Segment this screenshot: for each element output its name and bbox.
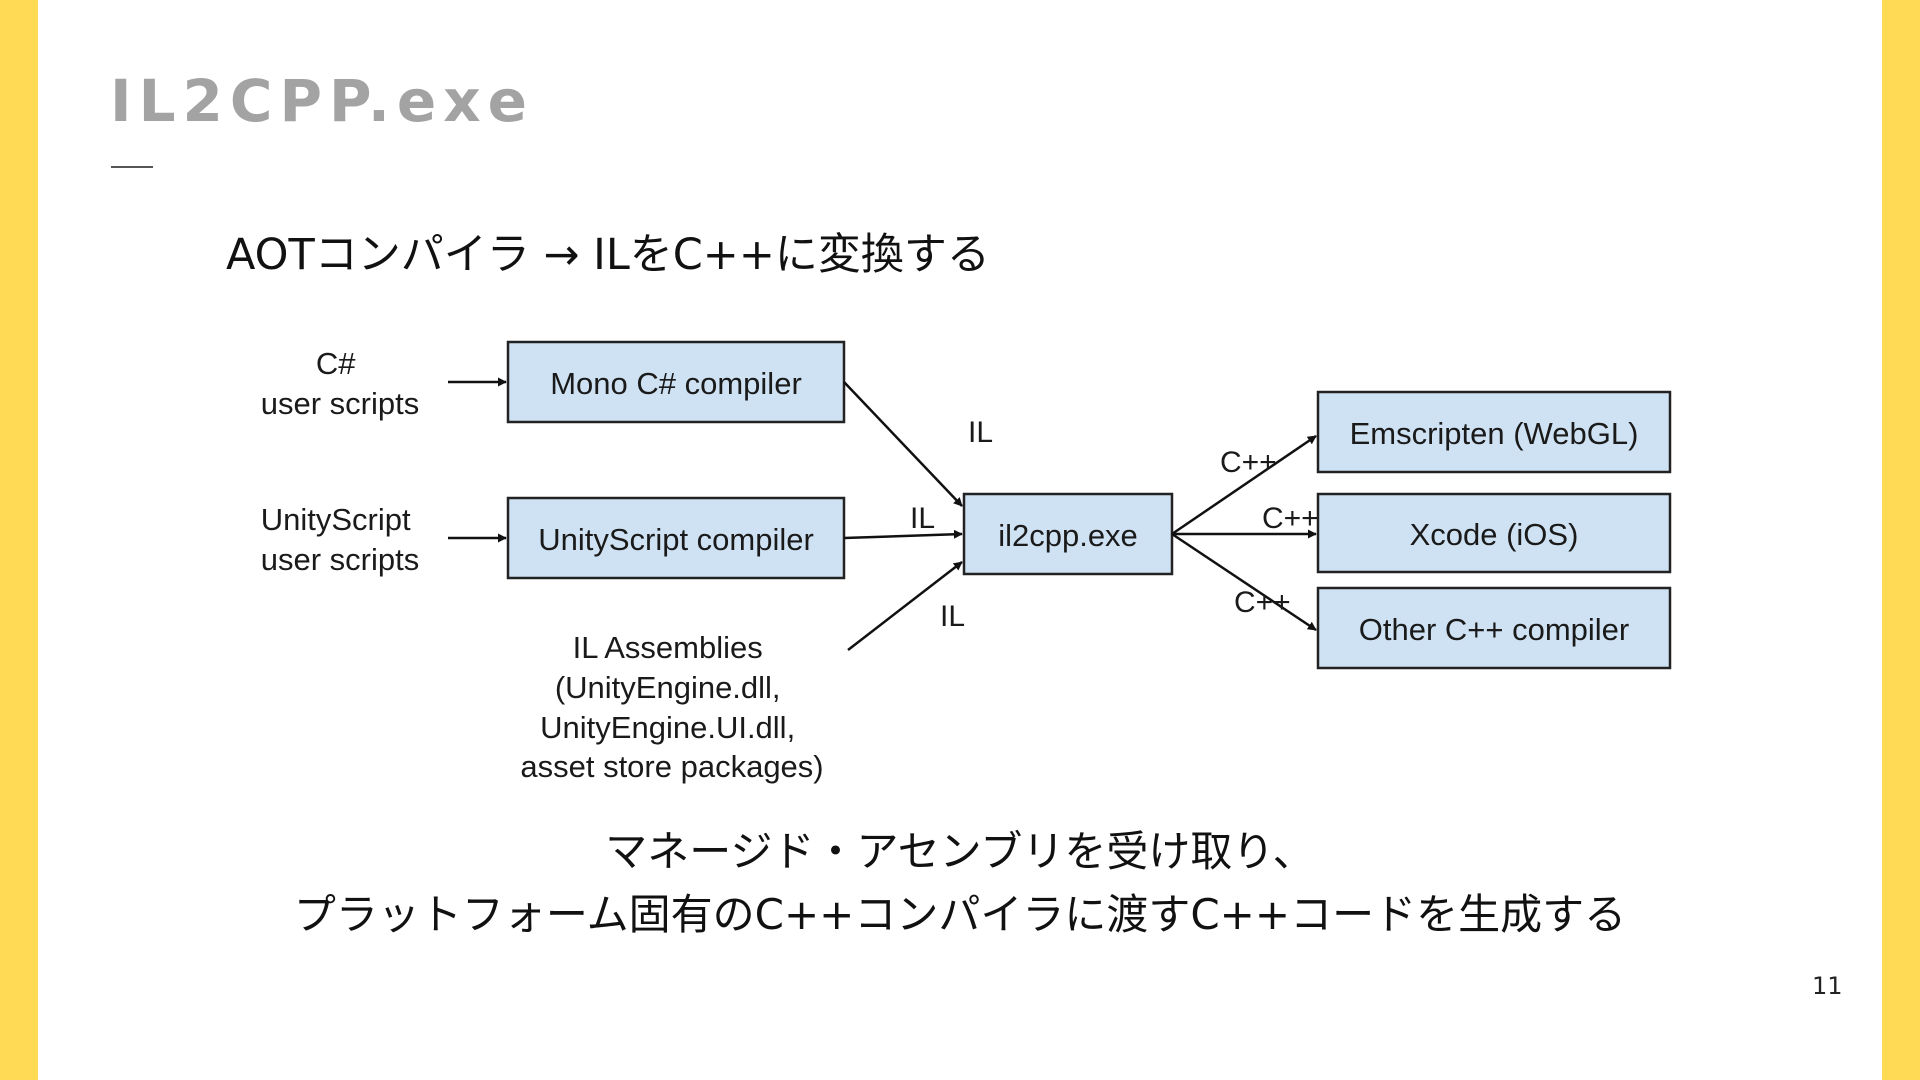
slide-title: IL2CPP.exe: [110, 67, 534, 135]
node-unityscript-compiler: UnityScript compiler: [506, 496, 846, 580]
node-other-label: Other C++ compiler: [1359, 612, 1630, 647]
title-underline: [111, 166, 153, 168]
input-csharp-line-2: user scripts: [261, 386, 419, 421]
edge-label-emscripten-cpp: C++: [1220, 446, 1277, 479]
edge-label-other-cpp: C++: [1234, 586, 1291, 619]
input-csharp-line-1: C#: [316, 346, 356, 381]
edge-mono-to-il2cpp: [843, 381, 963, 507]
slide: IL2CPP.exe AOTコンパイラ → ILをC++に変換する C# use…: [38, 0, 1882, 1080]
node-xcode-ios: Xcode (iOS): [1316, 492, 1672, 574]
node-emscripten-label: Emscripten (WebGL): [1350, 416, 1639, 451]
input-assemblies-line-2: (UnityEngine.dll,: [555, 670, 781, 705]
edge-label-assemblies-il: IL: [940, 600, 965, 633]
slide-subtitle: AOTコンパイラ → ILをC++に変換する: [226, 230, 990, 280]
input-assemblies-line-4: asset store packages): [520, 749, 823, 784]
edge-label-unityscript-il: IL: [910, 502, 935, 535]
node-mono-csharp-compiler: Mono C# compiler: [506, 340, 846, 424]
node-emscripten-webgl: Emscripten (WebGL): [1316, 390, 1672, 474]
node-xcode-label: Xcode (iOS): [1410, 517, 1579, 552]
input-assemblies-line-3: UnityEngine.UI.dll,: [540, 710, 795, 745]
edge-il2cpp-to-emscripten: [1171, 434, 1317, 536]
slide-caption: マネージド・アセンブリを受け取り、 プラットフォーム固有のC++コンパイラに渡す…: [38, 820, 1882, 946]
il2cpp-pipeline-diagram: C# user scripts UnityScript user scripts…: [261, 340, 1672, 784]
input-unityscript-scripts: UnityScript user scripts: [261, 502, 420, 577]
input-unityscript-line-2: user scripts: [261, 542, 419, 577]
edge-label-xcode-cpp: C++: [1262, 502, 1319, 535]
edge-assemblies-to-il2cpp: [847, 561, 963, 651]
node-other-cpp-compiler: Other C++ compiler: [1316, 586, 1672, 670]
edge-label-mono-il: IL: [968, 416, 993, 449]
node-mono-label: Mono C# compiler: [550, 366, 802, 401]
edge-unityscript-to-il2cpp: [843, 529, 963, 540]
page-number: 11: [1812, 972, 1843, 1000]
edge-il2cpp-to-other: [1171, 532, 1317, 632]
node-il2cpp-label: il2cpp.exe: [998, 518, 1138, 553]
node-il2cpp-exe: il2cpp.exe: [962, 492, 1174, 576]
caption-line-2: プラットフォーム固有のC++コンパイラに渡すC++コードを生成する: [293, 890, 1627, 939]
input-assemblies-line-1: IL Assemblies: [573, 630, 763, 665]
input-unityscript-line-1: UnityScript: [261, 502, 411, 537]
input-il-assemblies: IL Assemblies (UnityEngine.dll, UnityEng…: [520, 630, 823, 784]
caption-line-1: マネージド・アセンブリを受け取り、: [605, 827, 1315, 876]
node-unityscript-label: UnityScript compiler: [538, 522, 814, 557]
input-csharp-scripts: C# user scripts: [261, 346, 419, 421]
